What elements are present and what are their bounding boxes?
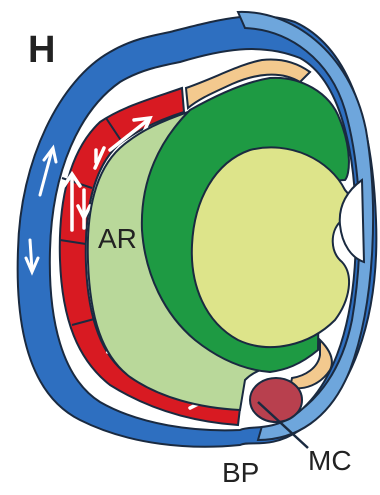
yolk-region bbox=[192, 147, 351, 347]
label-bp: BP bbox=[222, 457, 259, 488]
label-mc: MC bbox=[308, 445, 352, 476]
label-ar: AR bbox=[98, 223, 137, 254]
mc-blob bbox=[250, 378, 302, 422]
panel-letter: H bbox=[28, 29, 55, 71]
